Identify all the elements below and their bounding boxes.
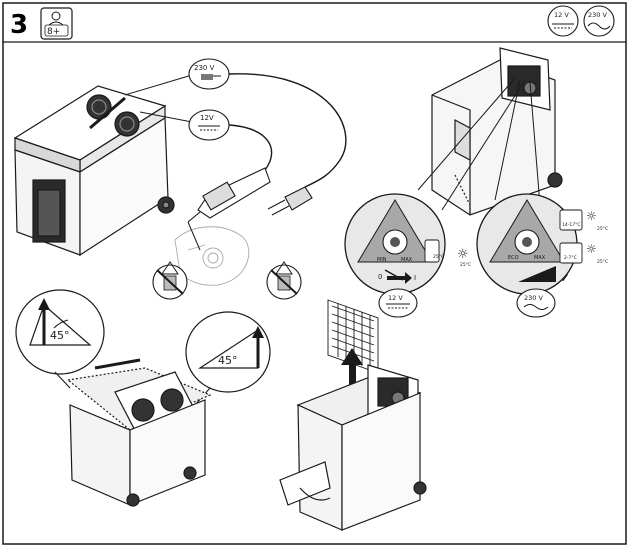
panel-ac-eco: ECO: [508, 255, 519, 261]
cooler-box-open: [431, 47, 563, 216]
dc-plug-callout: 12V: [139, 109, 230, 141]
panel-dc-min: MIN: [377, 257, 387, 263]
dc-mode-callout: 12 V: [378, 269, 418, 318]
age-label: 8+: [47, 27, 60, 37]
mains-plug: [267, 186, 313, 216]
ac-cable: [228, 73, 347, 188]
control-panel-dc: MIN MAX 25°C 0 I ☼ 25°C: [344, 193, 471, 295]
callout-beams: [417, 77, 541, 211]
no-cable-warning-icon: [266, 261, 302, 300]
sun-icon: ☼: [457, 247, 469, 262]
panel-dc-sun-temp: 25°C: [460, 262, 471, 268]
car-dashboard: [174, 226, 250, 286]
control-panel-ac: ECO MAX ✓ 14-17°C ☼ 25°C 2-7°C ☼ 25°C: [476, 193, 608, 295]
ac-plug-callout: 230 V: [124, 58, 230, 96]
cooler-box-closed: [13, 85, 175, 257]
header-ac-voltage: 230 V: [588, 11, 607, 19]
angle-callout-left: 45°: [15, 289, 105, 389]
dc-mode-label: 12 V: [388, 294, 403, 302]
panel-ac-range-1: 14-17°C: [562, 222, 580, 228]
panel-ac-temp-cold: 25°C: [597, 259, 608, 265]
dc-plug-label: 12V: [200, 114, 214, 122]
header-dc-voltage: 12 V: [554, 11, 569, 19]
ac-mode-callout: 230 V: [516, 288, 556, 318]
panel-dc-temp: 25°C: [433, 254, 444, 260]
dashboard-pointer: [187, 221, 201, 251]
sun-icon-top: ☼: [586, 209, 597, 223]
panel-ac-temp-hot: 25°C: [597, 226, 608, 232]
car-plug: [187, 167, 271, 223]
step-number: 3: [10, 10, 28, 40]
check-icon: ✓: [560, 271, 570, 285]
angle-right-label: 45°: [218, 354, 238, 367]
no-plug-warning-icon: [152, 261, 188, 300]
ac-power-icon: 230 V: [583, 5, 615, 37]
cooler-box-lid-tilted: [66, 358, 212, 507]
sun-icon-bottom: ☼: [586, 242, 597, 256]
panel-ac-max: MAX: [534, 255, 546, 261]
panel-dc-max: MAX: [401, 257, 413, 263]
ac-plug-label: 230 V: [194, 64, 215, 72]
dc-cable: [228, 124, 273, 171]
panel-dc-mark-0: 0: [378, 273, 382, 281]
age-badge: 8+: [40, 7, 73, 40]
angle-left-label: 45°: [50, 329, 70, 342]
ac-mode-label: 230 V: [524, 294, 543, 302]
cooler-box-basket: [279, 364, 427, 531]
panel-dc-mark-1: I: [414, 274, 416, 282]
dc-power-icon: 12 V: [547, 5, 579, 37]
panel-ac-range-2: 2-7°C: [564, 255, 577, 261]
